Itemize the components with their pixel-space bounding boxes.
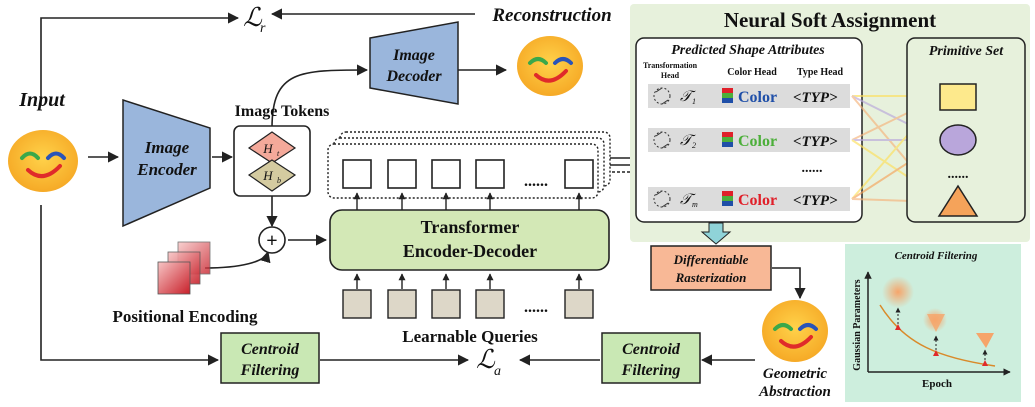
type-head-label: Type Head bbox=[797, 67, 844, 78]
input-label: Input bbox=[18, 89, 66, 111]
loss-r-subscript: r bbox=[260, 21, 266, 36]
row-1-typ: <TYP> bbox=[793, 90, 838, 106]
positional-encoding-icon bbox=[157, 241, 211, 295]
h-t-subscript: t bbox=[277, 149, 280, 158]
raster-line2: Rasterization bbox=[675, 270, 747, 285]
transformer-to-token-arrows bbox=[353, 192, 583, 210]
centroid-left-line2: Filtering bbox=[240, 362, 300, 379]
image-decoder: Image Decoder bbox=[369, 21, 459, 105]
centroid-right-line1: Centroid bbox=[622, 341, 681, 358]
row-2-color: Color bbox=[738, 133, 777, 150]
transformer-encoder-decoder: Transformer Encoder-Decoder bbox=[329, 209, 610, 271]
loss-r-symbol: ℒ bbox=[243, 3, 263, 32]
positional-encoding-label: Positional Encoding bbox=[112, 307, 258, 326]
plus-node: + bbox=[258, 226, 286, 254]
reconstruction-face bbox=[517, 36, 583, 96]
h-t-label: H bbox=[262, 141, 273, 156]
row-m-t-sub: m bbox=[692, 200, 698, 209]
loss-a-symbol: ℒ bbox=[476, 345, 496, 374]
transformer-label-line2: Encoder-Decoder bbox=[403, 241, 537, 261]
image-tokens-title: Image Tokens bbox=[235, 103, 330, 120]
image-decoder-label-line2: Decoder bbox=[385, 68, 442, 85]
differentiable-rasterization: Differentiable Rasterization bbox=[650, 245, 772, 291]
raster-to-geometric-arrow bbox=[772, 267, 806, 300]
h-b-diamond bbox=[247, 159, 297, 192]
predicted-attributes-title: Predicted Shape Attributes bbox=[671, 43, 825, 58]
attribute-row-1: 𝒯 1 Color <TYP> bbox=[648, 84, 850, 108]
nsa-title: Neural Soft Assignment bbox=[724, 8, 936, 32]
centroid-xlabel: Epoch bbox=[922, 378, 952, 390]
query-to-transformer-arrows bbox=[353, 273, 583, 289]
transformation-head-label-l1: Transformation bbox=[643, 61, 698, 70]
learnable-queries-label: Learnable Queries bbox=[402, 327, 538, 346]
input-to-loss-r-arrow bbox=[40, 12, 240, 105]
centroid-ylabel: Gaussian Parameters bbox=[852, 279, 863, 370]
h-b-subscript: b bbox=[277, 176, 281, 185]
primitive-triangle-icon bbox=[937, 184, 979, 217]
color-head-label: Color Head bbox=[727, 67, 777, 78]
geometric-abstraction-line2: Abstraction bbox=[758, 384, 831, 400]
image-encoder-label-line1: Image bbox=[144, 138, 190, 157]
primitive-dots: ...... bbox=[948, 167, 969, 182]
image-tokens-box: H t H b bbox=[233, 125, 311, 197]
attribute-row-2: 𝒯 2 Color <TYP> bbox=[648, 128, 850, 152]
input-face bbox=[8, 130, 78, 192]
input-to-centroid-arrow bbox=[40, 205, 220, 366]
centroid-curve bbox=[879, 304, 996, 367]
reconstruction-label: Reconstruction bbox=[491, 5, 611, 26]
centroid-filtering-right: Centroid Filtering bbox=[601, 332, 701, 384]
h-b-label: H bbox=[262, 168, 273, 183]
learnable-queries bbox=[342, 289, 594, 319]
rgb-swatch-icon bbox=[722, 191, 733, 206]
transform-glyph-icon bbox=[653, 87, 671, 105]
primitive-circle-icon bbox=[939, 124, 977, 156]
image-encoder-label-line2: Encoder bbox=[136, 160, 197, 179]
raster-line1: Differentiable bbox=[673, 252, 749, 267]
row-m-typ: <TYP> bbox=[793, 193, 838, 209]
plus-symbol: + bbox=[266, 230, 277, 252]
loss-a: ℒ a bbox=[476, 345, 501, 379]
transform-glyph-icon bbox=[653, 190, 671, 208]
row-dots: ...... bbox=[802, 161, 823, 176]
loss-r: ℒ r bbox=[243, 3, 266, 36]
centroid-panel-title: Centroid Filtering bbox=[895, 250, 978, 262]
centroid-right-line2: Filtering bbox=[621, 362, 681, 379]
query-dots: ...... bbox=[524, 299, 548, 316]
pe-to-plus-arrow bbox=[204, 250, 271, 269]
output-token-squares bbox=[342, 159, 594, 189]
row-2-t-sub: 2 bbox=[692, 141, 696, 150]
primitive-set-title: Primitive Set bbox=[929, 44, 1004, 59]
geometric-abstraction-line1: Geometric bbox=[763, 366, 827, 382]
output-token-dots: ...... bbox=[524, 173, 548, 190]
primitive-square-icon bbox=[939, 83, 977, 111]
output-tokens: ...... bbox=[327, 131, 611, 199]
centroid-left-line1: Centroid bbox=[241, 341, 300, 358]
rgb-swatch-icon bbox=[722, 132, 733, 147]
attribute-row-m: 𝒯 m Color <TYP> bbox=[648, 187, 850, 211]
rgb-swatch-icon bbox=[722, 88, 733, 103]
centroid-filtering-left: Centroid Filtering bbox=[220, 332, 320, 384]
image-encoder: Image Encoder bbox=[122, 98, 211, 228]
transform-glyph-icon bbox=[653, 131, 671, 149]
transformation-head-label-l2: Head bbox=[661, 71, 680, 80]
row-m-color: Color bbox=[738, 192, 777, 209]
transformer-label-line1: Transformer bbox=[421, 217, 520, 237]
neural-soft-assignment-panel: Neural Soft Assignment Predicted Shape A… bbox=[630, 4, 1030, 242]
tokens-to-decoder-arrow bbox=[271, 64, 369, 129]
geometric-face bbox=[762, 300, 828, 362]
nsa-to-raster-arrow bbox=[700, 222, 732, 245]
centroid-filtering-panel: Centroid Filtering Gaussian Parameters E… bbox=[845, 244, 1021, 402]
row-1-color: Color bbox=[738, 89, 777, 106]
image-decoder-label-line1: Image bbox=[392, 47, 435, 64]
loss-a-subscript: a bbox=[494, 364, 501, 379]
row-1-t-sub: 1 bbox=[692, 97, 696, 106]
row-2-typ: <TYP> bbox=[793, 134, 838, 150]
